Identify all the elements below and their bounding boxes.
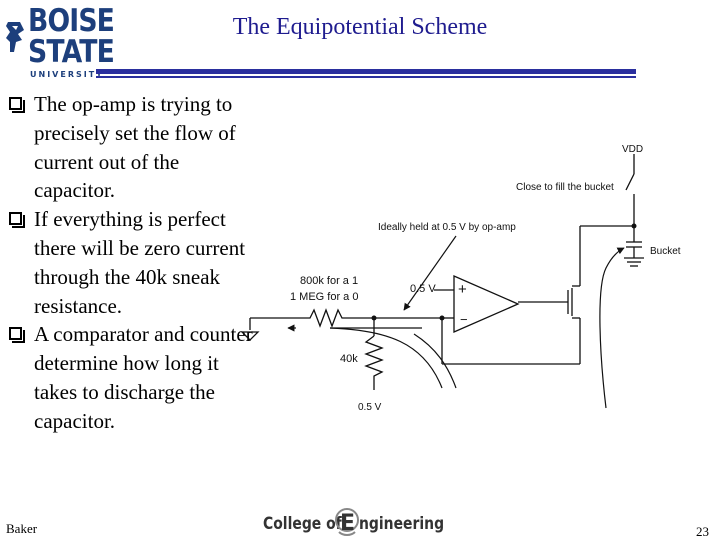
slide-title: The Equipotential Scheme: [232, 14, 488, 40]
checkbox-bullet-icon: [9, 327, 25, 344]
vplus-label: 0.5 V: [410, 283, 436, 295]
college-of-engineering-logo: College of E ngineering: [263, 506, 444, 540]
bullet-item: The op-amp is trying to precisely set th…: [8, 90, 258, 205]
bronco-icon: [6, 22, 24, 52]
checkbox-bullet-icon: [9, 212, 25, 229]
vdd-label: VDD: [622, 144, 643, 155]
bullet-text: A comparator and counter determine how l…: [34, 322, 253, 433]
boise-state-logo: BOISE STATE UNIVERSITY: [4, 6, 115, 82]
opamp-note: Ideally held at 0.5 V by op-amp: [378, 222, 516, 233]
circuit-diagram: VDD Close to fill the bucket Bucket Idea…: [240, 144, 681, 413]
bullet-text: If everything is perfect there will be z…: [34, 207, 246, 318]
bullet-item: If everything is perfect there will be z…: [8, 205, 258, 320]
bucket-label: Bucket: [650, 246, 681, 257]
title-rule: [96, 69, 636, 74]
logo-line-university: UNIVERSITY: [30, 70, 104, 79]
resistor-label-0: 1 MEG for a 0: [290, 291, 358, 303]
switch-label: Close to fill the bucket: [516, 182, 614, 193]
bullet-text: The op-amp is trying to precisely set th…: [34, 92, 236, 203]
bullet-list: The op-amp is trying to precisely set th…: [8, 90, 258, 436]
minus-sign: −: [460, 312, 468, 327]
logo-line-boise: BOISE: [28, 3, 115, 39]
page-number: 23: [696, 524, 709, 539]
engineering-e-icon: E: [335, 508, 359, 536]
sneak-resistor-label: 40k: [340, 353, 358, 365]
bullet-item: A comparator and counter determine how l…: [8, 320, 258, 435]
college-text-part2: ngineering: [359, 514, 445, 534]
engineering-e-letter: E: [340, 511, 355, 536]
resistor-label-1: 800k for a 1: [300, 275, 358, 287]
checkbox-bullet-icon: [9, 97, 25, 113]
logo-line-state: STATE: [28, 34, 115, 70]
vbottom-label: 0.5 V: [358, 402, 382, 413]
author-name: Baker: [6, 521, 38, 536]
plus-sign: +: [458, 281, 467, 298]
title-rule-thin: [96, 76, 636, 78]
college-text-part1: College of: [263, 514, 342, 534]
